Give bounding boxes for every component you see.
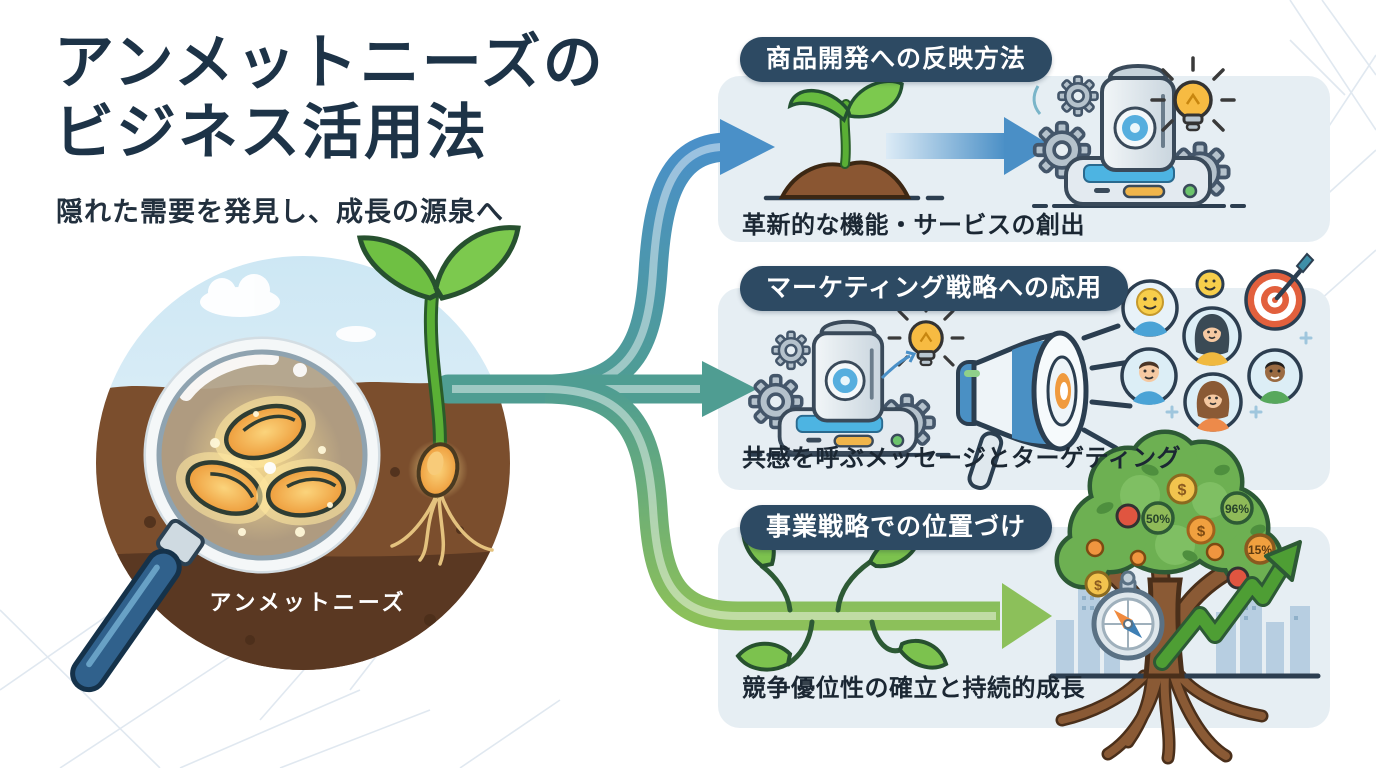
panel-header-product-development: 商品開発への反映方法: [740, 37, 1053, 82]
page-title-line2: ビジネス活用法: [54, 99, 488, 167]
panel-header-business-strategy: 事業戦略での位置づけ: [740, 505, 1053, 550]
panel-caption-business-strategy: 競争優位性の確立と持続的成長: [742, 675, 1085, 702]
page-subtitle: 隠れた需要を発見し、成長の源泉へ: [56, 197, 504, 227]
panel-caption-marketing-strategy: 共感を呼ぶメッセージとターゲティング: [742, 445, 1182, 472]
page-title-line1: アンメットニーズの: [54, 29, 605, 96]
panel-header-marketing-strategy: マーケティング戦略への応用: [740, 266, 1129, 311]
panel-caption-product-development: 革新的な機能・サービスの創出: [742, 212, 1085, 239]
page-title: アンメットニーズの ビジネス活用法: [54, 28, 605, 168]
